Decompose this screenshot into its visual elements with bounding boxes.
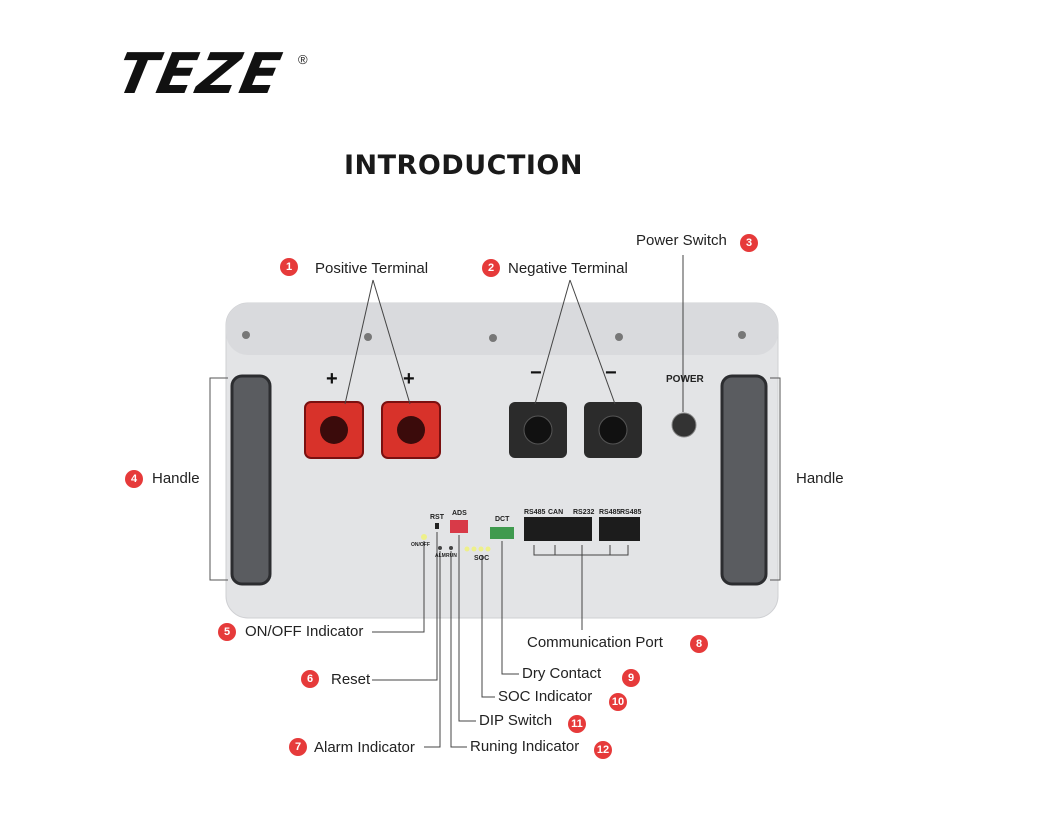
left-handle-bracket bbox=[209, 377, 228, 581]
callout-number: 6 bbox=[301, 670, 319, 688]
port-label: CAN bbox=[548, 509, 564, 516]
positive-terminals bbox=[304, 401, 441, 459]
callout-reset: Reset bbox=[331, 671, 371, 688]
power-label: POWER bbox=[666, 374, 704, 385]
registered-mark: ® bbox=[298, 52, 308, 67]
run-label: RUN bbox=[446, 553, 457, 559]
onoff-led bbox=[421, 534, 427, 540]
callout-number: 7 bbox=[289, 738, 307, 756]
onoff-label: ON/OFF bbox=[411, 542, 430, 548]
negative-sign: − bbox=[530, 362, 542, 384]
alm-label: ALM bbox=[435, 553, 446, 559]
leader-lines bbox=[344, 255, 684, 748]
callout-dip-switch: DIP Switch bbox=[479, 712, 553, 729]
panel-top-edge bbox=[226, 303, 778, 355]
callout-number: 2 bbox=[482, 259, 500, 277]
callout-number: 8 bbox=[690, 635, 708, 653]
left-handle bbox=[230, 374, 272, 586]
negative-sign: − bbox=[605, 362, 617, 384]
power-button bbox=[671, 412, 697, 438]
callout-onoff-indicator: ON/OFF Indicator bbox=[245, 623, 364, 640]
callout-handle-right: Handle bbox=[796, 470, 844, 487]
callout-number: 4 bbox=[125, 470, 143, 488]
callout-number: 10 bbox=[609, 693, 627, 711]
positive-sign: + bbox=[326, 368, 338, 390]
callout-negative-terminal: Negative Terminal bbox=[508, 260, 628, 277]
port-label: RS485 bbox=[599, 509, 621, 516]
callout-number: 12 bbox=[594, 741, 612, 759]
dry-contact-connector bbox=[490, 527, 514, 539]
callout-running-indicator: Runing Indicator bbox=[470, 738, 580, 755]
right-handle-bracket bbox=[770, 377, 781, 581]
callout-alarm-indicator: Alarm Indicator bbox=[314, 739, 415, 756]
callout-handle-left: Handle bbox=[152, 470, 200, 487]
rst-label: RST bbox=[430, 514, 444, 521]
dct-label: DCT bbox=[495, 516, 510, 523]
callout-number: 5 bbox=[218, 623, 236, 641]
port-label: RS485 bbox=[620, 509, 642, 516]
port-label: RS232 bbox=[573, 509, 595, 516]
port-label: RS485 bbox=[524, 509, 546, 516]
callout-number: 1 bbox=[280, 258, 298, 276]
callout-positive-terminal: Positive Terminal bbox=[315, 260, 429, 277]
negative-terminals bbox=[509, 402, 642, 458]
callout-dry-contact: Dry Contact bbox=[522, 665, 602, 682]
right-handle bbox=[720, 374, 768, 586]
dip-switch bbox=[450, 520, 468, 533]
callout-communication-port: Communication Port bbox=[527, 634, 663, 651]
callout-power-switch: Power Switch bbox=[636, 232, 727, 249]
callout-number: 9 bbox=[622, 669, 640, 687]
page-title: INTRODUCTION bbox=[344, 150, 583, 181]
soc-leds bbox=[464, 546, 491, 552]
callout-number: 3 bbox=[740, 234, 758, 252]
reset-button bbox=[435, 523, 439, 529]
callout-number: 11 bbox=[568, 715, 586, 733]
positive-sign: + bbox=[403, 368, 415, 390]
ads-label: ADS bbox=[452, 510, 467, 517]
callout-soc-indicator: SOC Indicator bbox=[498, 688, 593, 705]
screws bbox=[242, 331, 746, 342]
comm-ports bbox=[524, 517, 640, 541]
soc-label: SOC bbox=[474, 555, 490, 562]
